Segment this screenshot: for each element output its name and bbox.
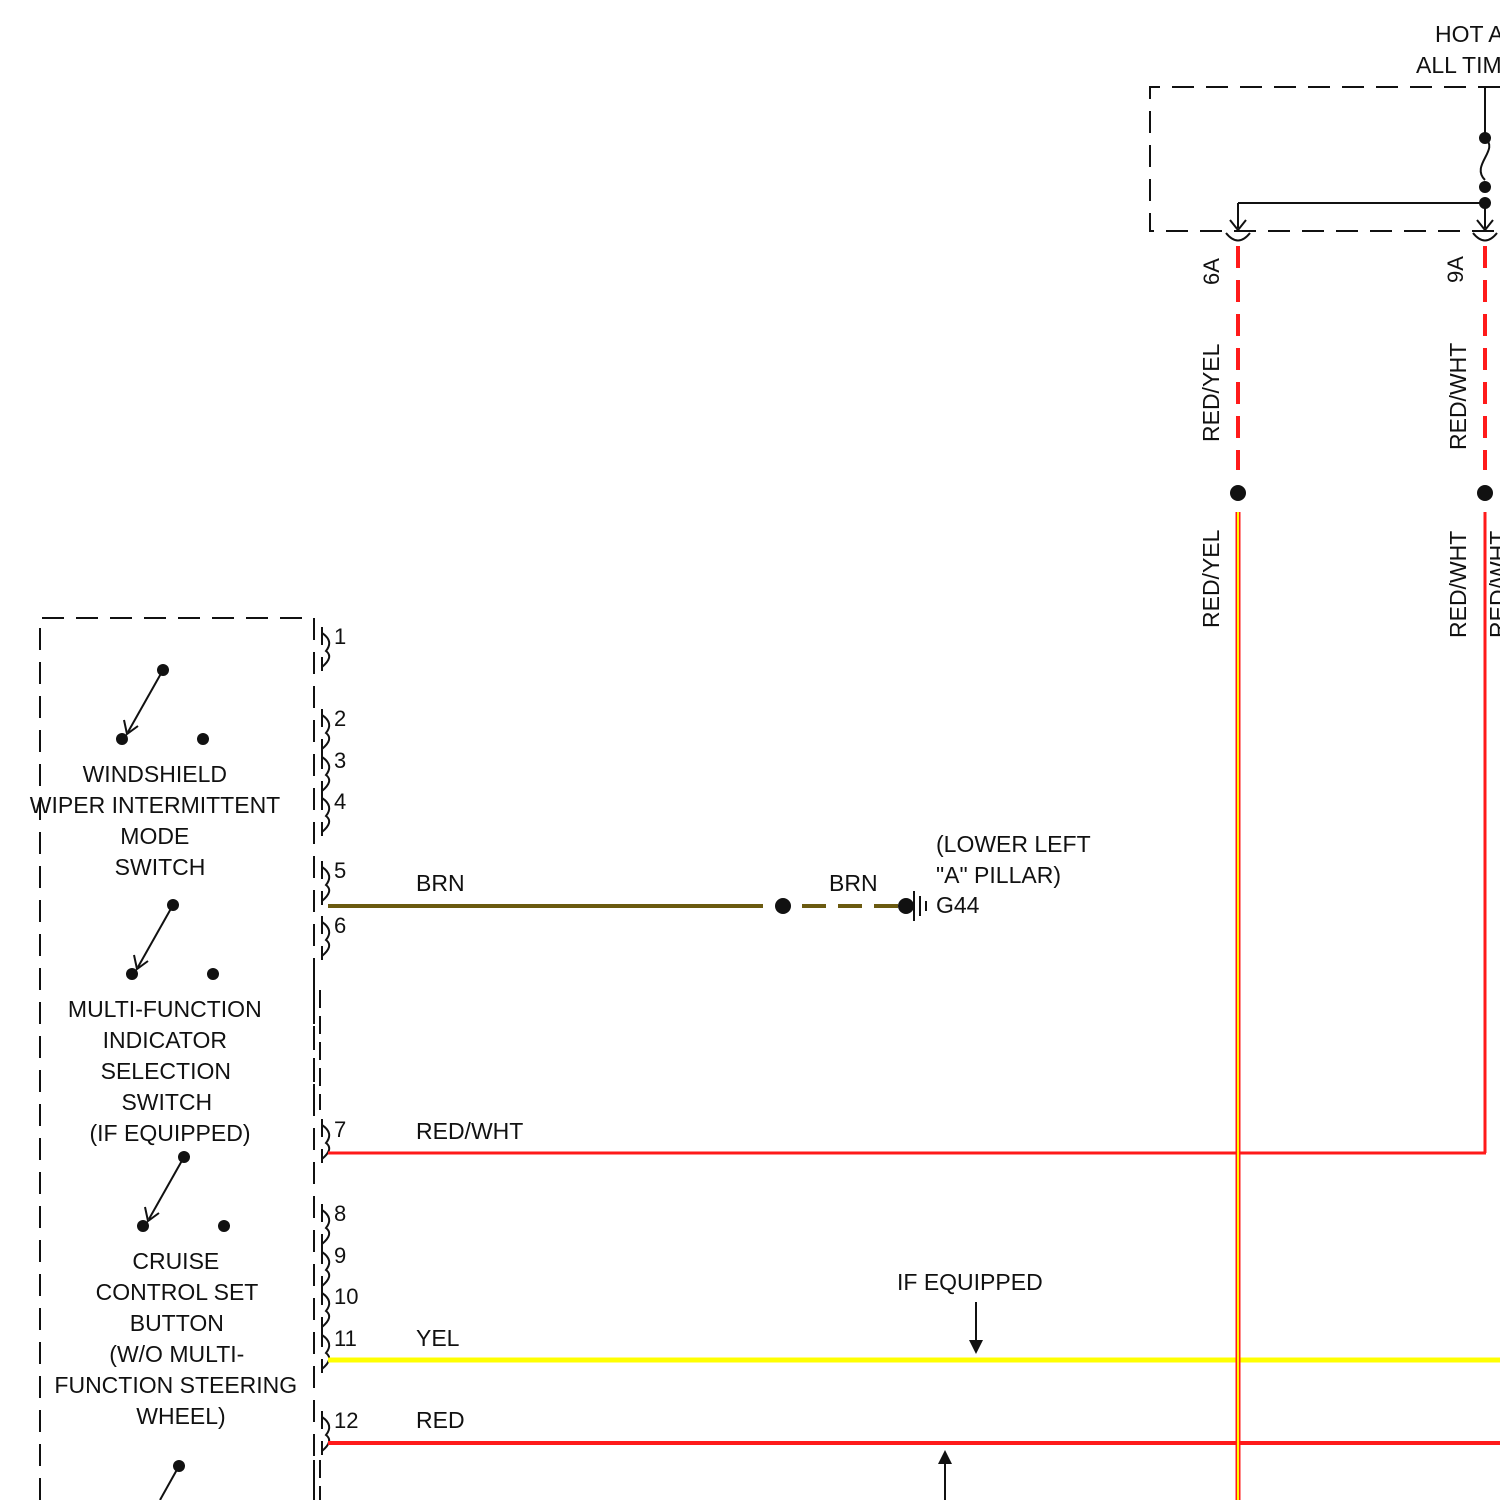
wire-label-yel: YEL	[416, 1325, 460, 1351]
pin-bracket-5	[322, 861, 329, 905]
switch-label-indicator: MULTI-FUNCTION INDICATOR SELECTION SWITC…	[68, 996, 268, 1146]
ground-symbol	[914, 891, 926, 921]
pin-1-label: 1	[334, 624, 346, 649]
connector-9a-label: 9A	[1443, 256, 1468, 283]
splice-6a	[1230, 485, 1246, 501]
switch-label-wiper: WINDSHIELD WIPER INTERMITTENT MODE SWITC…	[30, 761, 286, 880]
wire-label-red-wht-lower-2: RED/WHT	[1485, 531, 1500, 638]
pin-bracket-7	[322, 1119, 329, 1163]
switch-symbol-partial	[160, 1460, 185, 1500]
ground-point	[898, 898, 914, 914]
pin-bracket-12	[322, 1411, 329, 1455]
switch-label-cruise: CRUISE CONTROL SET BUTTON (W/O MULTI- FU…	[54, 1248, 303, 1429]
pin-6-label: 6	[334, 913, 346, 938]
connector-6a-symbol	[1226, 233, 1250, 241]
pin-bracket-1	[322, 627, 329, 671]
if-equipped-note: IF EQUIPPED	[897, 1269, 1043, 1295]
wire-label-brn: BRN	[416, 870, 465, 896]
splice-9a	[1477, 485, 1493, 501]
pin-2-label: 2	[334, 706, 346, 731]
pin-bracket-9	[322, 1246, 329, 1290]
connector-6a-label: 6A	[1199, 258, 1224, 285]
pin-12-label: 12	[334, 1408, 358, 1433]
if-equipped-arrow-down	[969, 1302, 983, 1354]
pin-8-label: 8	[334, 1201, 346, 1226]
pin-bracket-4	[322, 792, 329, 836]
power-source-label-2: ALL TIM	[1416, 52, 1500, 78]
pin-bracket-2	[322, 709, 329, 753]
brn-splice	[775, 898, 791, 914]
pin-9-label: 9	[334, 1243, 346, 1268]
connector-9a-symbol	[1473, 233, 1497, 241]
connector-pin-brackets	[314, 627, 329, 1500]
if-equipped-arrow-up	[938, 1450, 952, 1500]
wire-label-red-yel-upper: RED/YEL	[1198, 343, 1224, 442]
fuse-symbol	[1481, 138, 1490, 180]
pin-11-label: 11	[334, 1326, 357, 1351]
pin-7-label: 7	[334, 1117, 346, 1142]
switch-symbol-wiper	[116, 664, 209, 745]
ground-location-line-2: "A" PILLAR)	[936, 862, 1061, 888]
wire-label-red-wht: RED/WHT	[416, 1118, 523, 1144]
pin-5-label: 5	[334, 858, 346, 883]
power-source-label-1: HOT A	[1435, 21, 1500, 47]
pin-bracket-3	[322, 751, 329, 795]
pin-4-label: 4	[334, 789, 346, 814]
wire-label-red-yel-lower: RED/YEL	[1198, 529, 1224, 628]
pin-bracket-8	[322, 1204, 329, 1248]
power-distribution-box	[1150, 87, 1500, 241]
pin-3-label: 3	[334, 748, 346, 773]
switch-symbol-indicator	[126, 899, 219, 980]
wire-label-brn-splice: BRN	[829, 870, 878, 896]
wire-label-red-wht-upper: RED/WHT	[1445, 343, 1471, 450]
pin-bracket-10	[322, 1287, 329, 1331]
ground-location-line-1: (LOWER LEFT	[936, 831, 1091, 857]
wire-label-red: RED	[416, 1407, 465, 1433]
pin-bracket-6	[322, 916, 329, 960]
pin-bracket-11	[322, 1329, 329, 1373]
pin-10-label: 10	[334, 1284, 358, 1309]
wire-label-red-wht-lower: RED/WHT	[1445, 531, 1471, 638]
switch-symbol-cruise	[137, 1151, 230, 1232]
ground-id-label: G44	[936, 892, 980, 918]
